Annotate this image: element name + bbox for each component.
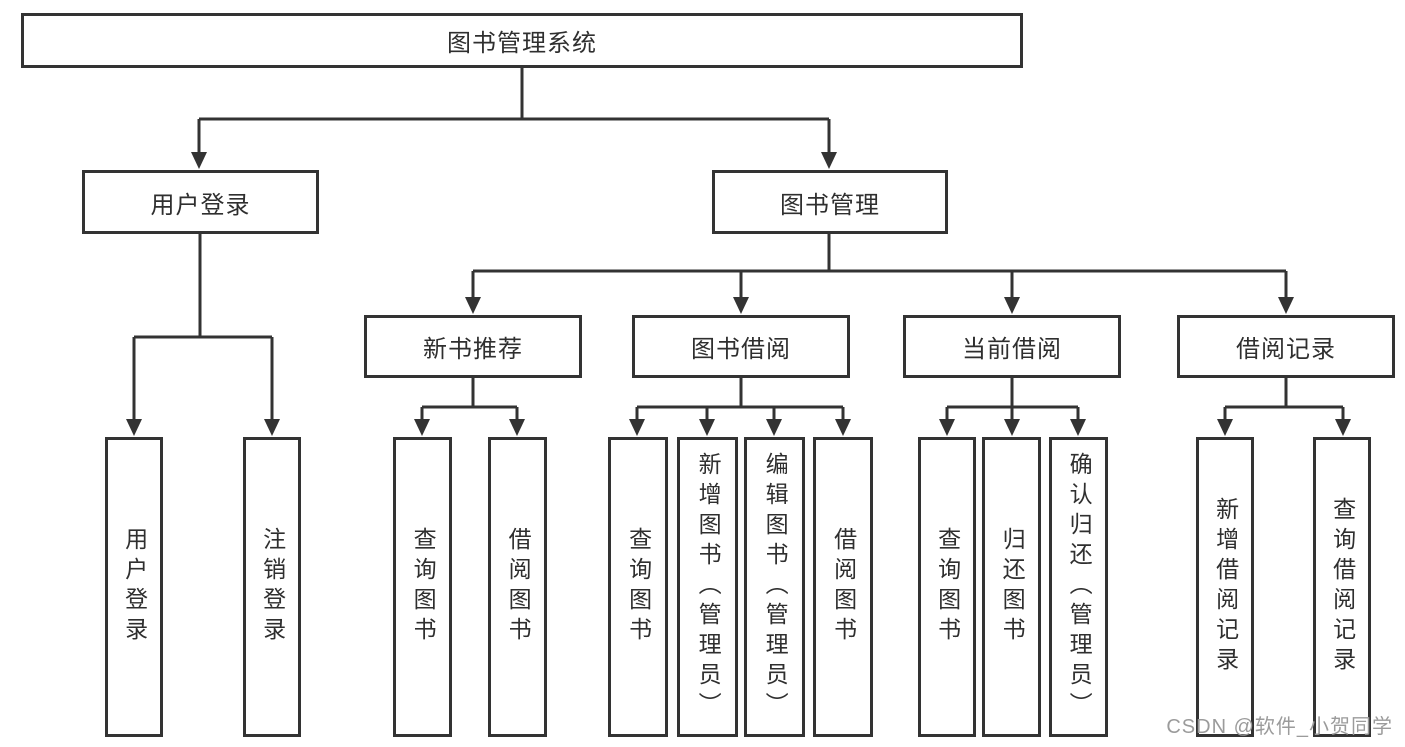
leaf-label: 查询图书 [625, 527, 652, 647]
node-borrowing-records: 借阅记录 [1177, 315, 1395, 378]
node-label: 图书管理系统 [447, 30, 597, 57]
node-label: 图书管理 [780, 191, 880, 219]
arrowheads [126, 152, 1351, 436]
leaf-label: 归还图书 [999, 527, 1026, 647]
node-label: 当前借阅 [962, 336, 1062, 363]
leaf-query-borrow-record: 查询借阅记录 [1313, 437, 1371, 737]
leaf-add-books-admin: 新增图书（管理员） [677, 437, 738, 737]
node-label: 新书推荐 [423, 336, 523, 363]
leaf-edit-books-admin: 编辑图书（管理员） [744, 437, 805, 737]
leaf-query-books: 查询图书 [918, 437, 976, 737]
leaf-label: 借阅图书 [830, 527, 857, 647]
leaf-label: 查询借阅记录 [1329, 497, 1356, 677]
leaf-return-books: 归还图书 [982, 437, 1041, 737]
leaf-confirm-return-admin: 确认归还（管理员） [1049, 437, 1108, 737]
leaf-label: 新增图书（管理员） [695, 452, 722, 722]
leaf-label: 注销登录 [259, 527, 286, 647]
node-new-book-recommendation: 新书推荐 [364, 315, 582, 378]
csdn-watermark: CSDN @软件_小贺同学 [1166, 716, 1393, 738]
leaf-label: 查询图书 [934, 527, 961, 647]
leaf-borrow-books: 借阅图书 [488, 437, 547, 737]
leaf-query-books: 查询图书 [393, 437, 452, 737]
node-label: 图书借阅 [691, 336, 791, 363]
node-label: 借阅记录 [1236, 336, 1336, 363]
node-current-borrowing: 当前借阅 [903, 315, 1121, 378]
node-user-login: 用户登录 [82, 170, 319, 234]
leaf-logout: 注销登录 [243, 437, 301, 737]
node-book-management: 图书管理 [712, 170, 948, 234]
leaf-user-login: 用户登录 [105, 437, 163, 737]
leaf-borrow-books: 借阅图书 [813, 437, 873, 737]
leaf-label: 确认归还（管理员） [1066, 452, 1093, 722]
leaf-query-books: 查询图书 [608, 437, 668, 737]
leaf-label: 用户登录 [121, 527, 148, 647]
node-library-management-system: 图书管理系统 [21, 13, 1023, 68]
leaf-label: 新增借阅记录 [1212, 497, 1239, 677]
node-book-borrowing: 图书借阅 [632, 315, 850, 378]
leaf-label: 查询图书 [410, 527, 437, 647]
node-label: 用户登录 [150, 191, 251, 219]
leaf-label: 借阅图书 [505, 527, 532, 647]
leaf-add-borrow-record: 新增借阅记录 [1196, 437, 1254, 737]
leaf-label: 编辑图书（管理员） [762, 452, 789, 722]
